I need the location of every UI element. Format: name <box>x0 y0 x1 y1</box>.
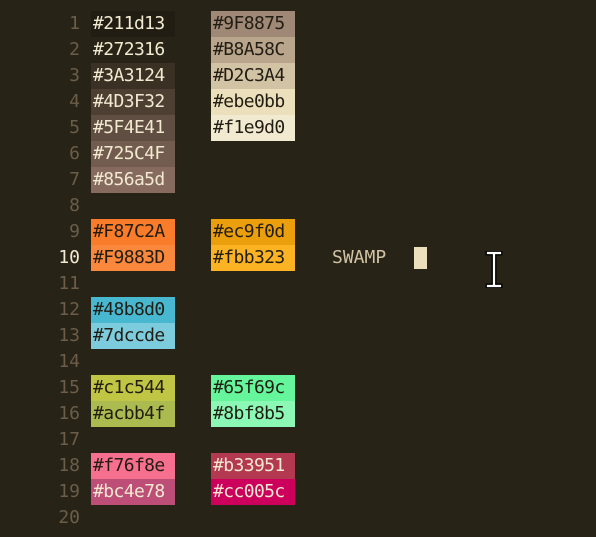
color-swatch: #fbb323 <box>211 245 295 271</box>
line-number: 11 <box>58 273 80 294</box>
line-number: 1 <box>69 13 80 34</box>
editor-line[interactable]: 4 #4D3F32 #ebe0bb <box>0 89 596 115</box>
color-swatch: #bc4e78 <box>91 479 175 505</box>
color-swatch: #f1e9d0 <box>211 115 295 141</box>
color-swatch: #D2C3A4 <box>211 63 295 89</box>
editor-line[interactable]: 8 <box>0 193 596 219</box>
line-number: 13 <box>58 325 80 346</box>
color-swatch: #ebe0bb <box>211 89 295 115</box>
line-number: 17 <box>58 429 80 450</box>
line-number: 15 <box>58 377 80 398</box>
editor-line[interactable]: 7 #856a5d <box>0 167 596 193</box>
editor-line[interactable]: 5 #5F4E41 #f1e9d0 <box>0 115 596 141</box>
line-number: 3 <box>69 65 80 86</box>
line-number: 7 <box>69 169 80 190</box>
editor-line[interactable]: 9 #F87C2A #ec9f0d <box>0 219 596 245</box>
color-swatch: #7dccde <box>91 323 175 349</box>
line-number: 18 <box>58 455 80 476</box>
editor-line[interactable]: 17 <box>0 427 596 453</box>
color-swatch: #F9883D <box>91 245 175 271</box>
color-swatch: #272316 <box>91 37 175 63</box>
color-swatch: #4D3F32 <box>91 89 175 115</box>
i-beam-cursor-icon <box>485 251 503 288</box>
line-number: 10 <box>58 247 80 268</box>
line-number: 20 <box>58 507 80 528</box>
color-swatch: #5F4E41 <box>91 115 175 141</box>
color-swatch: #856a5d <box>91 167 175 193</box>
editor-line[interactable]: 20 <box>0 505 596 531</box>
editor-text: SWAMP <box>332 247 387 268</box>
editor-line[interactable]: 13 #7dccde <box>0 323 596 349</box>
editor-line[interactable]: 14 <box>0 349 596 375</box>
line-number: 16 <box>58 403 80 424</box>
color-swatch: #65f69c <box>211 375 295 401</box>
line-number: 8 <box>69 195 80 216</box>
color-swatch: #211d13 <box>91 11 175 37</box>
color-swatch: #acbb4f <box>91 401 175 427</box>
line-number: 2 <box>69 39 80 60</box>
editor-line[interactable]: 16 #acbb4f #8bf8b5 <box>0 401 596 427</box>
line-number: 5 <box>69 117 80 138</box>
color-swatch: #c1c544 <box>91 375 175 401</box>
editor-line[interactable]: 18 #f76f8e #b33951 <box>0 453 596 479</box>
line-number: 9 <box>69 221 80 242</box>
color-swatch: #F87C2A <box>91 219 175 245</box>
editor-line[interactable]: 1 #211d13 #9F8875 <box>0 11 596 37</box>
editor-line[interactable]: 15 #c1c544 #65f69c <box>0 375 596 401</box>
line-number: 14 <box>58 351 80 372</box>
color-swatch: #725C4F <box>91 141 175 167</box>
line-number: 19 <box>58 481 80 502</box>
color-swatch: #8bf8b5 <box>211 401 295 427</box>
editor-line[interactable]: 2 #272316 #B8A58C <box>0 37 596 63</box>
editor-line[interactable]: 3 #3A3124 #D2C3A4 <box>0 63 596 89</box>
color-swatch: #b33951 <box>211 453 295 479</box>
color-swatch: #ec9f0d <box>211 219 295 245</box>
line-number: 12 <box>58 299 80 320</box>
line-number: 6 <box>69 143 80 164</box>
editor-line[interactable]: 6 #725C4F <box>0 141 596 167</box>
color-swatch: #9F8875 <box>211 11 295 37</box>
text-cursor <box>414 247 427 269</box>
color-swatch: #f76f8e <box>91 453 175 479</box>
editor-line[interactable]: 12 #48b8d0 <box>0 297 596 323</box>
editor-line[interactable]: 10 #F9883D #fbb323 SWAMP <box>0 245 596 271</box>
color-swatch: #48b8d0 <box>91 297 175 323</box>
color-swatch: #B8A58C <box>211 37 295 63</box>
editor-line[interactable]: 19 #bc4e78 #cc005c <box>0 479 596 505</box>
editor-line[interactable]: 11 <box>0 271 596 297</box>
color-swatch: #cc005c <box>211 479 295 505</box>
line-number: 4 <box>69 91 80 112</box>
color-swatch: #3A3124 <box>91 63 175 89</box>
